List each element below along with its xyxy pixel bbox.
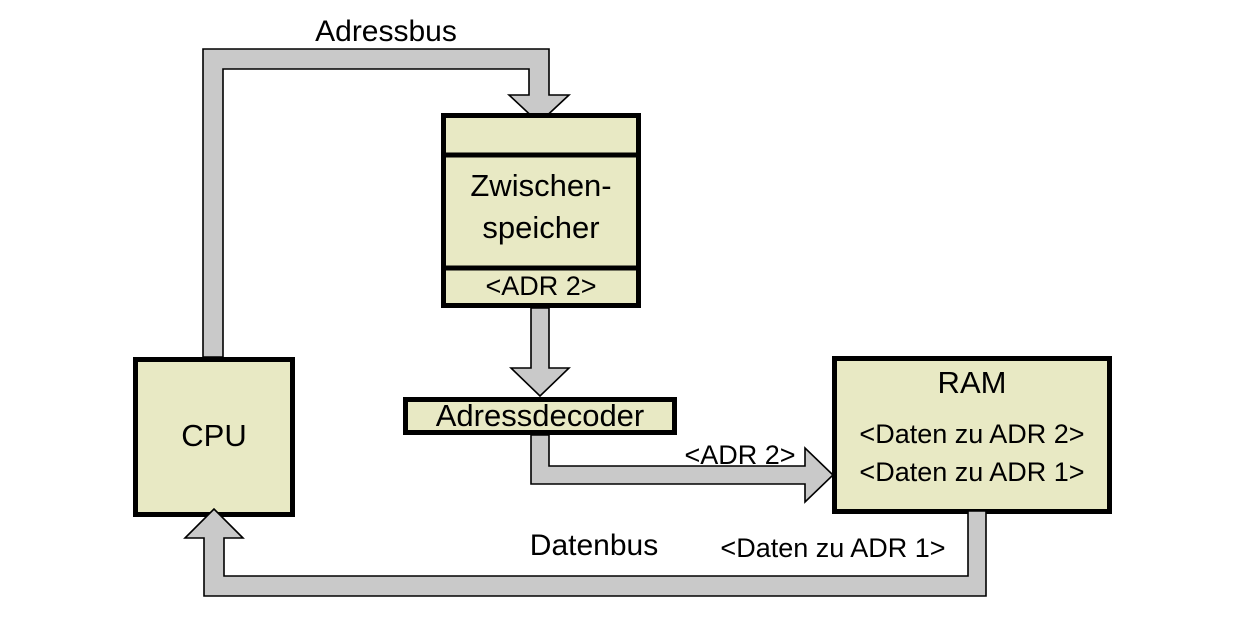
ram-title: RAM — [937, 365, 1007, 400]
node-adressdecoder[interactable] — [403, 397, 677, 435]
cpu-label: CPU — [181, 418, 247, 453]
ram-line-2: <Daten zu ADR 1> — [859, 457, 1085, 487]
ram-line-1: <Daten zu ADR 2> — [859, 419, 1085, 449]
node-zwischenspeicher[interactable] — [441, 113, 641, 308]
datenbus-payload-label: <Daten zu ADR 1> — [720, 533, 946, 563]
decoder-to-ram-path — [530, 434, 835, 504]
adressdecoder-box — [403, 397, 677, 435]
zwischenspeicher-label-line1: Zwischen- — [470, 168, 612, 203]
bus-datenbus — [183, 507, 987, 597]
zwischenspeicher-adr-value: <ADR 2> — [485, 271, 597, 301]
zwischenspeicher-label-line2: speicher — [482, 210, 600, 245]
datenbus-label: Datenbus — [529, 529, 659, 562]
zwischenspeicher-to-decoder-path — [509, 307, 571, 398]
adressbus-label: Adressbus — [315, 15, 457, 48]
edge-zwischenspeicher-to-decoder — [509, 307, 571, 398]
edge-decoder-to-ram — [530, 434, 835, 504]
decoder-to-ram-label: <ADR 2> — [684, 440, 796, 470]
adressdecoder-label: Adressdecoder — [435, 398, 645, 433]
zwischenspeicher-box — [441, 113, 641, 308]
datenbus-path — [183, 507, 987, 597]
